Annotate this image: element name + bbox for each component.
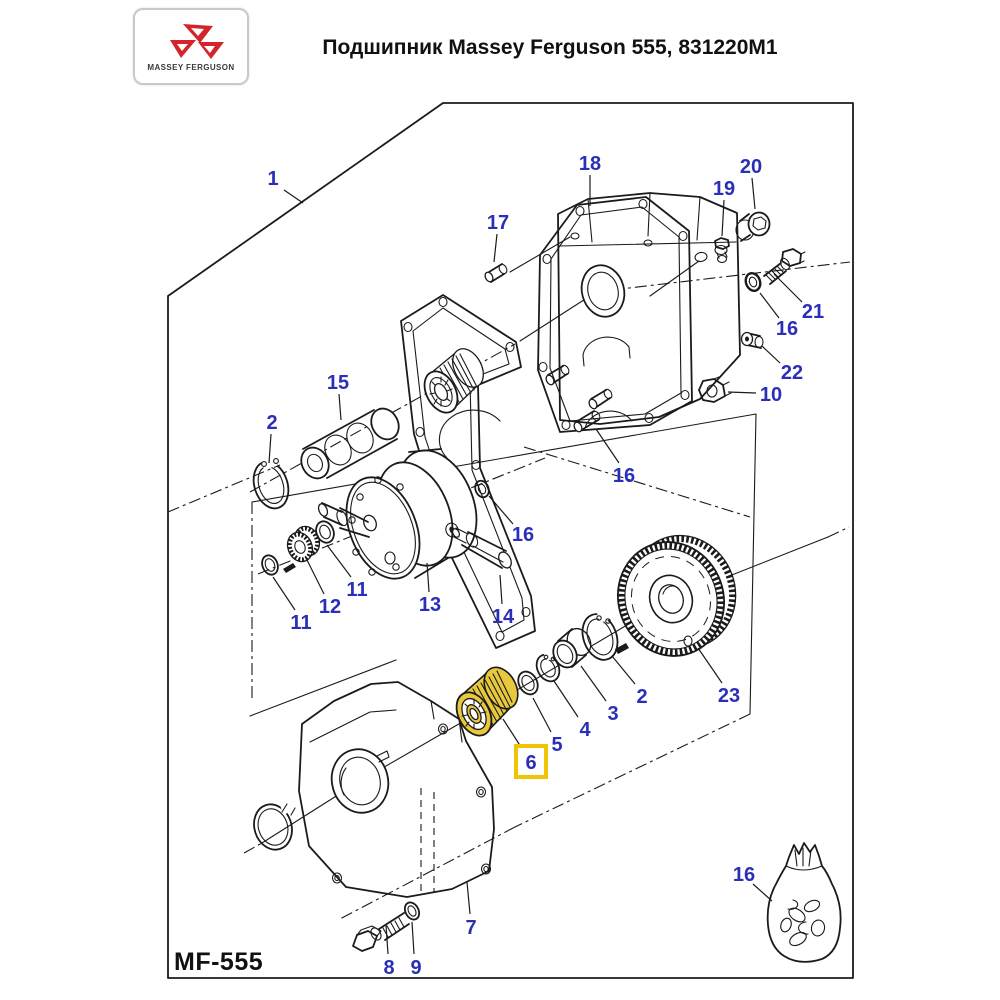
part-11-washer-left xyxy=(261,554,279,576)
leader-line-11-right xyxy=(326,544,352,578)
part-21-hex-bolt xyxy=(763,248,806,285)
part-2-snap-ring-upper xyxy=(252,454,290,510)
top-needle-bearing xyxy=(423,348,484,414)
leader-line-16-bag xyxy=(752,883,773,902)
gear-key xyxy=(615,643,629,654)
part-label-1: 1 xyxy=(267,168,278,190)
leader-line-6 xyxy=(502,718,522,748)
leader-line-7 xyxy=(466,881,471,915)
leader-line-16-pins xyxy=(595,428,620,464)
part-label-16-pins: 16 xyxy=(613,465,635,487)
part-16-dowel-pins xyxy=(545,364,613,433)
seal-ring xyxy=(253,799,296,851)
part-label-11-left: 11 xyxy=(290,612,311,634)
part-label-21: 21 xyxy=(802,301,824,323)
part-label-10: 10 xyxy=(760,384,782,406)
part-label-9: 9 xyxy=(410,957,421,979)
leader-line-8 xyxy=(385,924,389,955)
part-label-20: 20 xyxy=(740,156,762,178)
part-label-7: 7 xyxy=(465,917,476,939)
part-label-23: 23 xyxy=(718,685,740,707)
part-label-22: 22 xyxy=(781,362,803,384)
part-14-fitting xyxy=(451,527,512,569)
part-label-5: 5 xyxy=(551,734,562,756)
part-16-washer xyxy=(744,272,762,292)
page-title: Подшипник Massey Ferguson 555, 831220M1 xyxy=(322,36,778,59)
leader-line-4 xyxy=(553,680,579,718)
shaft-key xyxy=(283,563,296,573)
part-label-2-upper: 2 xyxy=(266,412,277,434)
part-label-16-oring: 16 xyxy=(512,524,534,546)
leader-line-15 xyxy=(338,393,342,421)
leader-line-5 xyxy=(532,697,552,733)
part-label-14: 14 xyxy=(492,606,515,628)
part-label-3: 3 xyxy=(607,703,618,725)
part-12-small-gear xyxy=(286,525,321,563)
leader-line-21 xyxy=(773,273,803,303)
part-label-13: 13 xyxy=(419,594,441,616)
part-label-6: 6 xyxy=(525,752,536,774)
part-18-top-cover xyxy=(557,192,741,425)
part-16-hardware-bag xyxy=(766,842,842,963)
part-label-4: 4 xyxy=(579,719,591,741)
part-11-ring-right xyxy=(315,520,335,544)
part-3-bushing xyxy=(552,627,592,669)
part-6-needle-bearing-highlighted xyxy=(455,666,519,737)
leader-line-2-upper xyxy=(268,433,272,464)
leader-line-12 xyxy=(305,557,325,595)
part-19-sensor xyxy=(714,237,730,264)
leader-line-22 xyxy=(761,345,781,364)
part-label-2-lower: 2 xyxy=(636,686,647,708)
leader-line-13 xyxy=(426,562,430,593)
part-20-cap xyxy=(735,211,771,242)
part-23-gear xyxy=(616,534,737,657)
leader-line-3 xyxy=(580,665,607,702)
part-5-ring xyxy=(517,670,539,696)
rear-gasket-plate xyxy=(537,196,693,433)
logo-brand-text: MASSEY FERGUSON xyxy=(147,63,235,72)
leader-line-14 xyxy=(499,574,503,605)
part-label-8: 8 xyxy=(383,957,394,979)
part-2-snap-ring-lower xyxy=(581,608,619,661)
part-label-16-bag: 16 xyxy=(733,864,755,886)
part-label-18: 18 xyxy=(579,153,601,175)
leader-line-19 xyxy=(721,199,725,237)
leader-line-16-oring xyxy=(488,495,514,525)
leader-line-17 xyxy=(493,233,498,263)
leader-line-16-washer xyxy=(759,292,780,319)
part-22-plug xyxy=(740,331,764,349)
part-label-17: 17 xyxy=(487,212,509,234)
leader-line-11-left xyxy=(272,576,296,611)
highlight-box-6 xyxy=(514,744,548,779)
part-label-12: 12 xyxy=(319,596,341,618)
leader-line-23 xyxy=(697,647,723,684)
part-8-bolt xyxy=(352,912,410,952)
part-7-bottom-cover xyxy=(298,681,495,898)
massey-ferguson-logo: MASSEY FERGUSON xyxy=(133,8,249,85)
leader-line-9 xyxy=(411,921,415,955)
leader-line-10 xyxy=(727,391,757,394)
leader-line-1 xyxy=(283,189,304,204)
leader-line-2-lower xyxy=(611,655,636,685)
part-15-spacer-tube xyxy=(300,407,400,480)
leader-line-20 xyxy=(751,177,756,210)
part-10-hex-nut xyxy=(698,376,732,403)
part-label-19: 19 xyxy=(713,178,735,200)
part-label-15: 15 xyxy=(327,372,349,394)
part-17-pin xyxy=(484,263,508,283)
part-label-11-right: 11 xyxy=(346,579,367,601)
model-code: MF-555 xyxy=(174,948,264,976)
part-label-16-washer: 16 xyxy=(776,318,798,340)
part-9-washer xyxy=(403,901,421,921)
diagram-frame xyxy=(167,102,854,979)
part-16-oring xyxy=(474,479,490,499)
massey-ferguson-logo-icon xyxy=(170,24,224,59)
